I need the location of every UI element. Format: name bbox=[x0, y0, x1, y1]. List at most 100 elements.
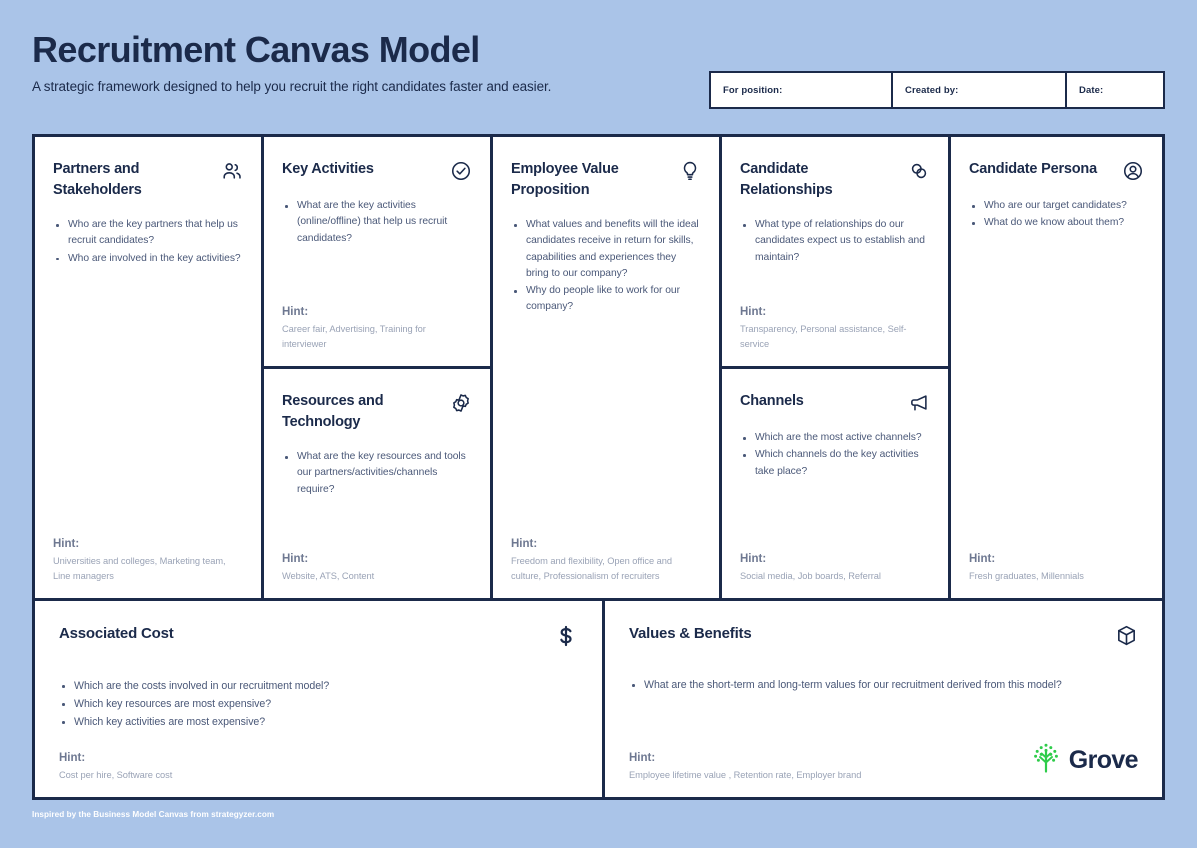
hint-label: Hint: bbox=[59, 751, 86, 764]
dollar-icon bbox=[554, 624, 578, 648]
list-item: Which channels do the key activities tak… bbox=[740, 447, 930, 480]
cell-hint: Hint: Employee lifetime value , Retentio… bbox=[629, 738, 1138, 783]
cell-hint: Hint: Fresh graduates, Millennials bbox=[969, 541, 1144, 584]
cell-bullets: What are the key activities (online/offl… bbox=[282, 198, 472, 248]
cell-hint: Hint: Freedom and flexibility, Open offi… bbox=[511, 526, 701, 584]
cell-partners-and-stakeholders[interactable]: Partners and Stakeholders Who are the ke… bbox=[35, 137, 261, 598]
gear-icon bbox=[450, 392, 472, 414]
cell-title: Employee Value Proposition bbox=[511, 161, 619, 199]
cell-header: Channels bbox=[740, 391, 930, 414]
cell-bullets: What type of relationships do our candid… bbox=[740, 217, 930, 267]
canvas-top-row: Partners and Stakeholders Who are the ke… bbox=[35, 137, 1162, 598]
cell-candidate-persona[interactable]: Candidate Persona Who are our target can… bbox=[951, 137, 1162, 598]
list-item: What do we know about them? bbox=[969, 215, 1144, 231]
cell-title: Key Activities bbox=[282, 161, 374, 177]
check-circle-icon bbox=[450, 160, 472, 182]
canvas-grid: Partners and Stakeholders Who are the ke… bbox=[32, 134, 1165, 800]
date-field[interactable]: Date: bbox=[1067, 73, 1163, 107]
header-text-block: Recruitment Canvas Model A strategic fra… bbox=[32, 26, 551, 94]
hint-label: Hint: bbox=[53, 537, 80, 550]
hint-label: Hint: bbox=[282, 305, 309, 318]
cell-key-activities[interactable]: Key Activities What are the key activiti… bbox=[264, 137, 490, 366]
cell-hint: Hint: Cost per hire, Software cost bbox=[59, 738, 578, 783]
list-item: Why do people like to work for our compa… bbox=[511, 283, 701, 316]
hint-text: Universities and colleges, Marketing tea… bbox=[53, 555, 226, 581]
hint-text: Cost per hire, Software cost bbox=[59, 769, 173, 780]
megaphone-icon bbox=[908, 392, 930, 414]
cell-hint: Hint: Universities and colleges, Marketi… bbox=[53, 526, 243, 584]
page-header: Recruitment Canvas Model A strategic fra… bbox=[32, 26, 1165, 122]
column-evp: Employee Value Proposition What values a… bbox=[493, 137, 719, 598]
cell-header: Resources and Technology bbox=[282, 391, 472, 433]
list-item: What are the key activities (online/offl… bbox=[282, 198, 472, 247]
cell-hint: Hint: Website, ATS, Content bbox=[282, 541, 472, 584]
list-item: Who are our target candidates? bbox=[969, 198, 1144, 214]
created-by-field[interactable]: Created by: bbox=[893, 73, 1067, 107]
hint-label: Hint: bbox=[282, 552, 309, 565]
hint-text: Employee lifetime value , Retention rate… bbox=[629, 769, 862, 780]
column-relationships: Candidate Relationships What type of rel… bbox=[722, 137, 948, 598]
page-title: Recruitment Canvas Model bbox=[32, 29, 480, 70]
grove-logo: Grove bbox=[1031, 742, 1139, 779]
grove-wordmark: Grove bbox=[1068, 746, 1139, 774]
column-partners: Partners and Stakeholders Who are the ke… bbox=[35, 137, 261, 598]
for-position-field[interactable]: For position: bbox=[711, 73, 893, 107]
for-position-label: For position: bbox=[723, 84, 783, 96]
cell-channels[interactable]: Channels Which are the most active chann… bbox=[722, 369, 948, 598]
list-item: Which key activities are most expensive? bbox=[59, 714, 578, 731]
hint-label: Hint: bbox=[740, 305, 767, 318]
linked-circles-icon bbox=[908, 160, 930, 182]
package-box-icon bbox=[1115, 624, 1138, 647]
hint-text: Freedom and flexibility, Open office and… bbox=[511, 555, 672, 581]
cell-values-and-benefits[interactable]: Values & Benefits What are the short-ter… bbox=[605, 601, 1162, 797]
list-item: What type of relationships do our candid… bbox=[740, 217, 930, 266]
cell-title: Candidate Persona bbox=[969, 161, 1097, 177]
hint-label: Hint: bbox=[740, 552, 767, 565]
list-item: What are the short-term and long-term va… bbox=[629, 677, 1138, 694]
list-item: Which are the most active channels? bbox=[740, 430, 930, 446]
cell-resources-and-technology[interactable]: Resources and Technology What are the ke… bbox=[264, 369, 490, 598]
lightbulb-icon bbox=[679, 160, 701, 182]
cell-title: Channels bbox=[740, 393, 804, 409]
cell-header: Partners and Stakeholders bbox=[53, 159, 243, 201]
cell-header: Associated Cost bbox=[59, 623, 578, 648]
cell-bullets: Which are the costs involved in our recr… bbox=[59, 678, 578, 732]
cell-bullets: Who are the key partners that help us re… bbox=[53, 217, 243, 268]
list-item: Which key resources are most expensive? bbox=[59, 696, 578, 713]
cell-candidate-relationships[interactable]: Candidate Relationships What type of rel… bbox=[722, 137, 948, 366]
hint-text: Social media, Job boards, Referral bbox=[740, 570, 881, 581]
column-activities: Key Activities What are the key activiti… bbox=[264, 137, 490, 598]
created-by-label: Created by: bbox=[905, 84, 959, 96]
hint-text: Website, ATS, Content bbox=[282, 570, 375, 581]
cell-header: Employee Value Proposition bbox=[511, 159, 701, 201]
cell-bullets: What values and benefits will the ideal … bbox=[511, 217, 701, 317]
cell-associated-cost[interactable]: Associated Cost Which are the costs invo… bbox=[35, 601, 602, 797]
cell-bullets: Who are our target candidates? What do w… bbox=[969, 198, 1144, 233]
cell-hint: Hint: Social media, Job boards, Referral bbox=[740, 541, 930, 584]
cell-hint: Hint: Career fair, Advertising, Training… bbox=[282, 294, 472, 352]
cell-title: Partners and Stakeholders bbox=[53, 161, 142, 199]
page-subtitle: A strategic framework designed to help y… bbox=[32, 79, 552, 95]
hint-text: Career fair, Advertising, Training for i… bbox=[282, 323, 426, 349]
list-item: Who are involved in the key activities? bbox=[53, 251, 243, 267]
hint-text: Fresh graduates, Millennials bbox=[969, 570, 1084, 581]
hint-label: Hint: bbox=[629, 751, 656, 764]
cell-title: Resources and Technology bbox=[282, 393, 384, 431]
hint-label: Hint: bbox=[511, 537, 538, 550]
cell-title: Candidate Relationships bbox=[740, 161, 833, 199]
cell-title: Values & Benefits bbox=[629, 625, 752, 642]
meta-fields-bar: For position: Created by: Date: bbox=[709, 71, 1165, 109]
cell-bullets: What are the key resources and tools our… bbox=[282, 449, 472, 499]
cell-employee-value-proposition[interactable]: Employee Value Proposition What values a… bbox=[493, 137, 719, 598]
hint-label: Hint: bbox=[969, 552, 996, 565]
cell-title: Associated Cost bbox=[59, 625, 174, 642]
list-item: What values and benefits will the ideal … bbox=[511, 217, 701, 282]
date-label: Date: bbox=[1079, 84, 1104, 96]
list-item: What are the key resources and tools our… bbox=[282, 449, 472, 498]
user-circle-icon bbox=[1122, 160, 1144, 182]
cell-bullets: Which are the most active channels? Whic… bbox=[740, 430, 930, 481]
canvas-bottom-row: Associated Cost Which are the costs invo… bbox=[35, 601, 1162, 797]
cell-header: Key Activities bbox=[282, 159, 472, 182]
cell-header: Candidate Relationships bbox=[740, 159, 930, 201]
